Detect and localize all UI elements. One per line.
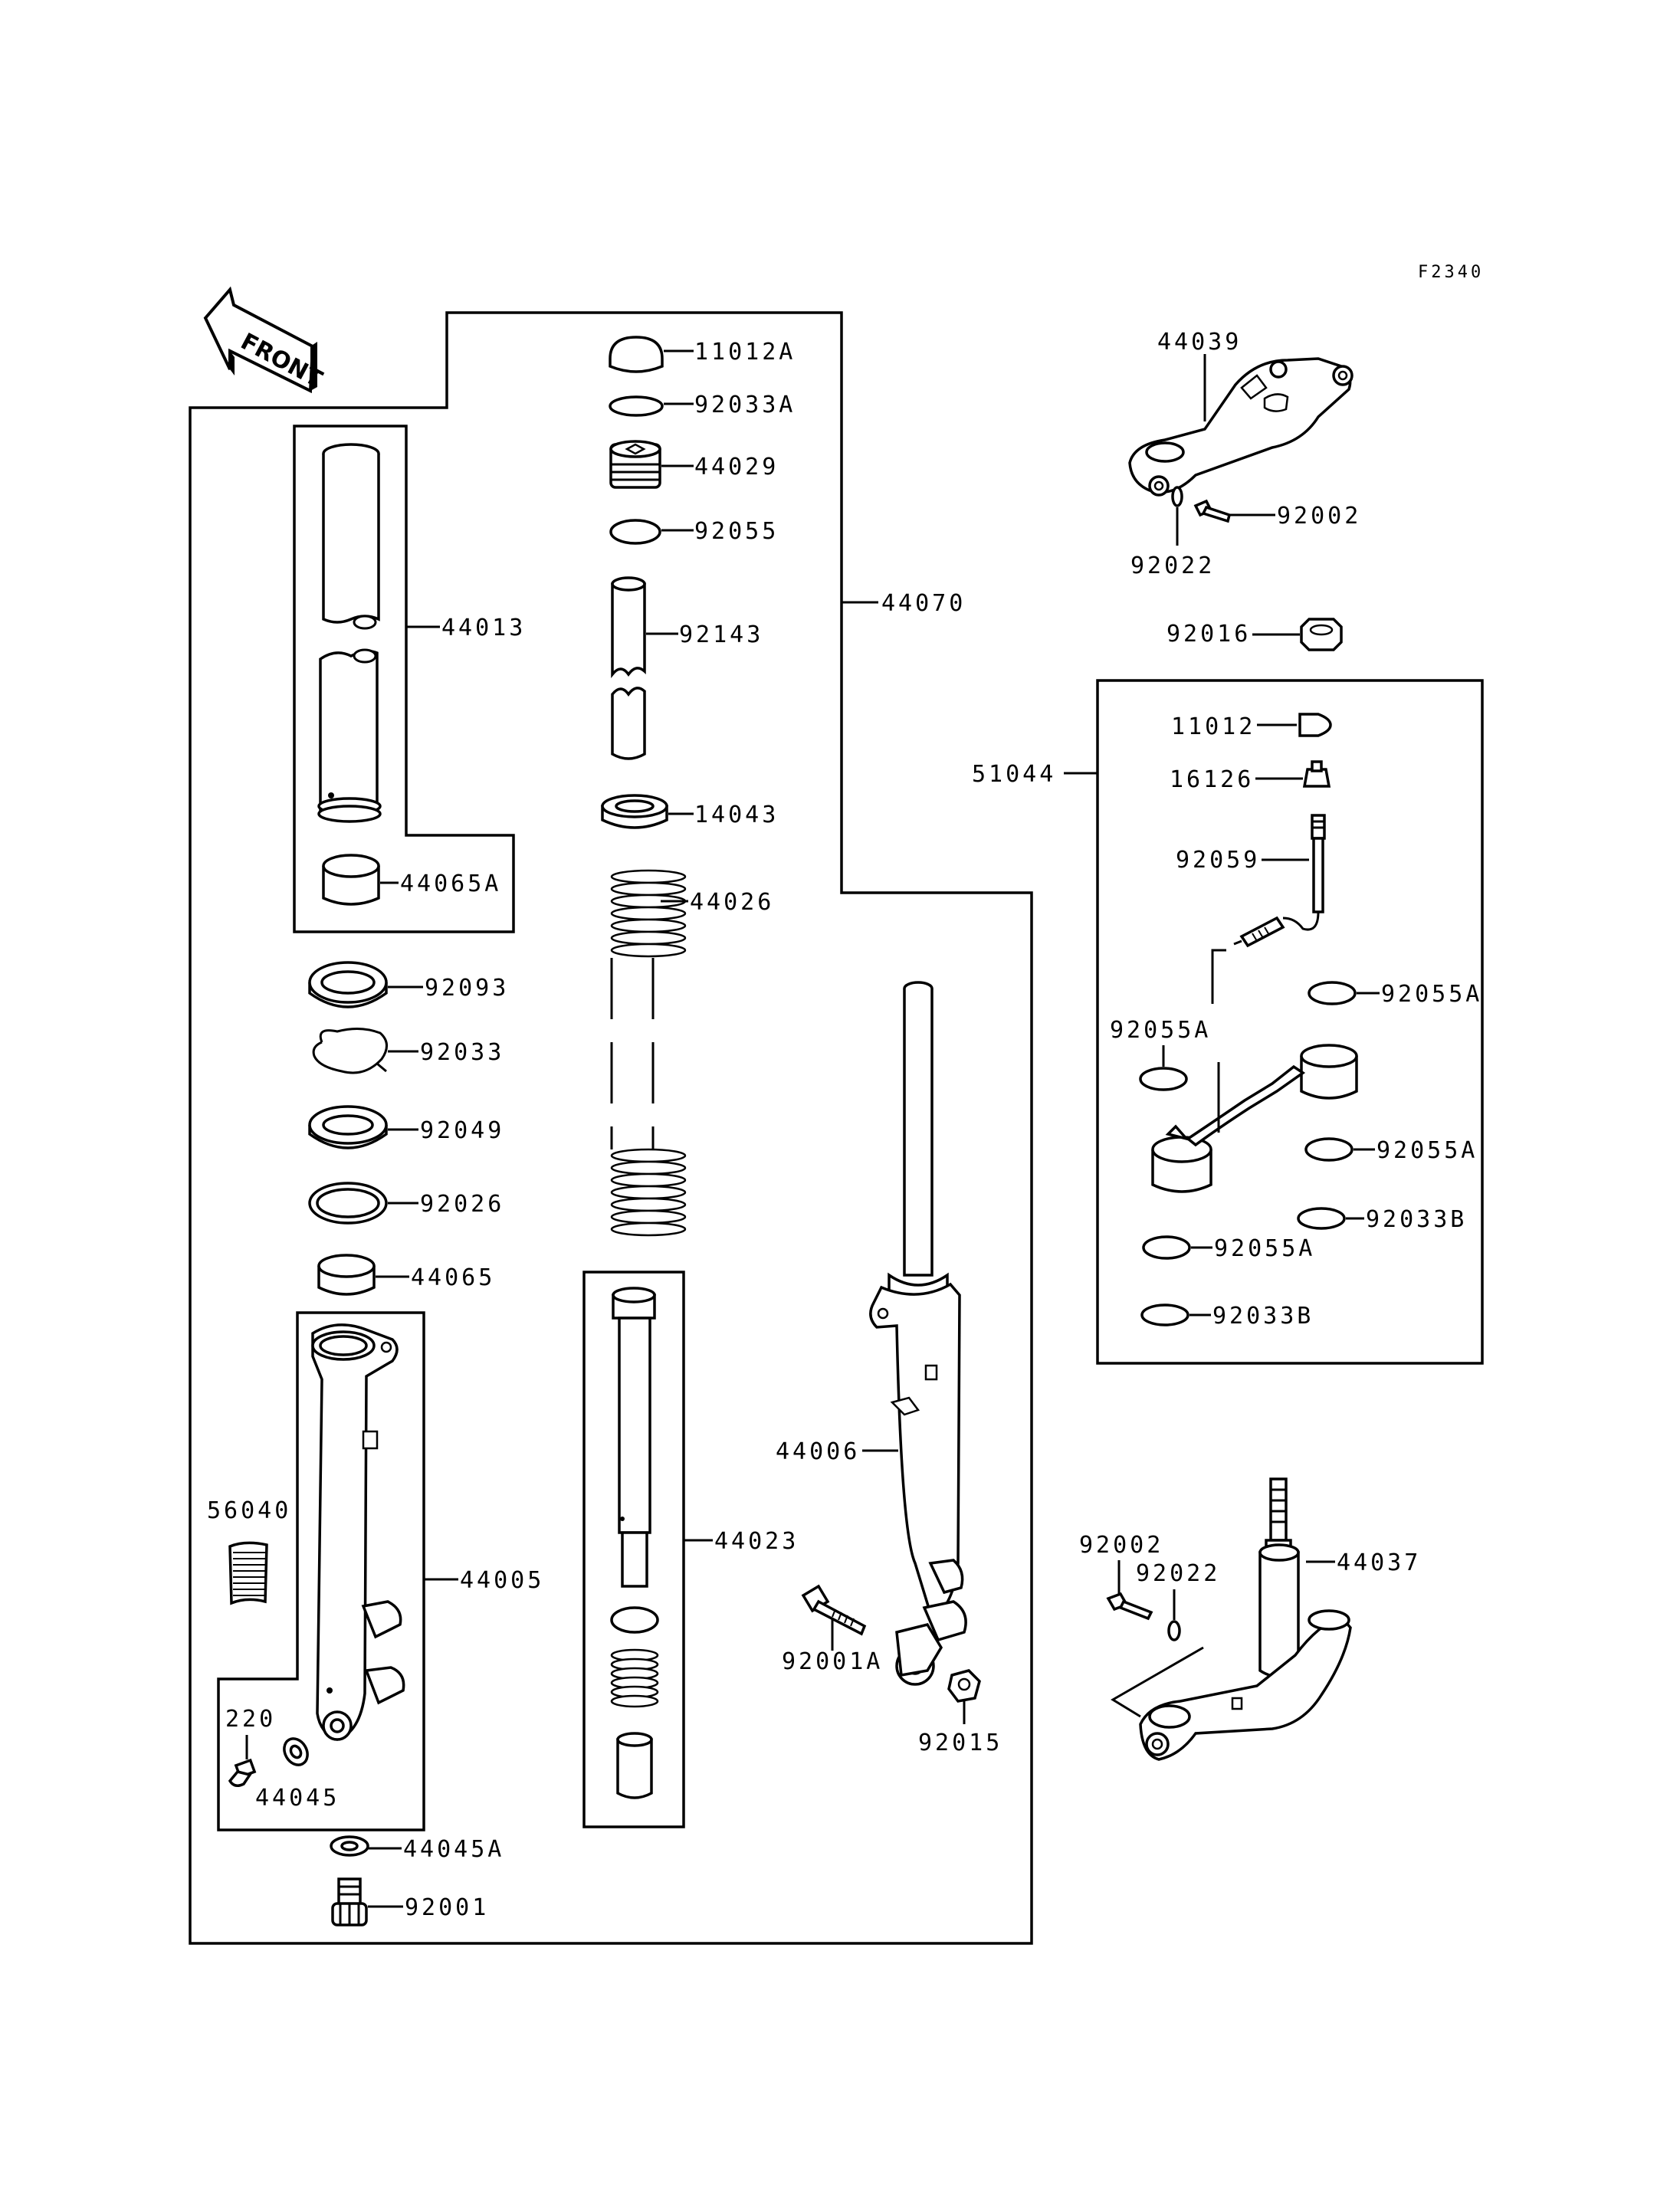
retaining-ring-icon: [312, 1028, 388, 1074]
fork-leg-assembly-icon: [869, 981, 967, 1686]
fork-assembly-outline: [189, 311, 1033, 1945]
part-label-92055A-2: 92055A: [1110, 1017, 1211, 1044]
part-label-44065A: 44065A: [400, 871, 501, 897]
cap-icon: [609, 336, 664, 373]
part-label-11012: 11012: [1171, 713, 1255, 740]
damper-cylinder-icon: [612, 1287, 656, 1588]
washer-icon: [610, 1606, 659, 1634]
part-label-92016: 92016: [1166, 621, 1251, 648]
part-label-92049: 92049: [420, 1117, 504, 1144]
bleed-screw-icon: [228, 1758, 257, 1787]
outer-tube-icon: [311, 1323, 405, 1741]
guide-bush-44065-icon: [317, 1254, 376, 1296]
part-label-44037: 44037: [1337, 1549, 1421, 1576]
part-label-44039: 44039: [1157, 329, 1242, 356]
part-label-92033B-2: 92033B: [1212, 1303, 1314, 1330]
adjuster-housing-icon: [1151, 1044, 1358, 1193]
dust-seal-icon: [308, 961, 388, 1008]
air-hose-icon: [1233, 814, 1326, 948]
part-label-92059: 92059: [1176, 847, 1260, 874]
small-spring-icon: [610, 1648, 659, 1708]
nut-icon: [947, 1669, 981, 1703]
circlip-92033B-2-icon: [1140, 1303, 1189, 1326]
part-label-92055A-1: 92055A: [1381, 981, 1482, 1008]
inner-tube-group-outline: [293, 425, 515, 933]
stem-nut-icon: [1300, 618, 1343, 651]
part-label-44029: 44029: [694, 454, 779, 480]
o-ring-icon: [609, 519, 661, 545]
adjuster-bolt-icon: [609, 440, 661, 489]
bolt-top-icon: [1193, 499, 1232, 523]
part-label-56040: 56040: [207, 1497, 291, 1524]
part-label-92001A: 92001A: [782, 1648, 883, 1675]
part-label-92026: 92026: [420, 1191, 504, 1218]
o-ring-92055A-3-icon: [1304, 1137, 1354, 1162]
cylinder-group-outline: [582, 1271, 685, 1828]
axle-clamp-bolt-icon: [801, 1584, 867, 1636]
part-label-44045A: 44045A: [403, 1836, 504, 1863]
circlip-92033B-1-icon: [1297, 1207, 1346, 1230]
part-label-16126: 16126: [1170, 766, 1254, 793]
outer-tube-group-outline: [217, 1311, 425, 1831]
inner-tube-icon: [317, 443, 382, 823]
o-ring-92055A-2-icon: [1139, 1067, 1188, 1091]
part-label-44070: 44070: [881, 590, 966, 617]
part-label-11012A: 11012A: [694, 339, 796, 366]
part-label-92015: 92015: [918, 1730, 1002, 1756]
leader-line: [1211, 949, 1226, 1004]
part-label-44065: 44065: [411, 1264, 495, 1291]
part-label-14043: 14043: [694, 802, 779, 828]
damper-group-outline: [1096, 679, 1484, 1365]
part-label-92001: 92001: [405, 1894, 489, 1921]
oil-seal-icon: [308, 1105, 388, 1149]
lock-washer-bottom-icon: [1167, 1620, 1181, 1641]
part-label-92055: 92055: [694, 518, 779, 545]
part-label-92055A-4: 92055A: [1214, 1235, 1315, 1262]
oil-lock-piece-icon: [616, 1732, 653, 1799]
part-label-51044: 51044: [972, 761, 1056, 788]
part-label-44013: 44013: [441, 615, 526, 641]
o-ring-92055A-4-icon: [1142, 1235, 1191, 1260]
part-label-92002-top: 92002: [1277, 503, 1361, 530]
spring-seat-icon: [601, 794, 668, 829]
part-label-44026: 44026: [690, 889, 774, 916]
socket-bolt-icon: [331, 1877, 368, 1926]
part-label-44045: 44045: [255, 1785, 340, 1812]
part-label-92033B-1: 92033B: [1366, 1206, 1467, 1233]
part-label-92093: 92093: [425, 975, 509, 1002]
part-label-92033: 92033: [420, 1039, 504, 1066]
collar-icon: [611, 576, 646, 760]
circlip-icon: [609, 395, 664, 417]
part-label-44023: 44023: [714, 1528, 799, 1555]
bolt-bottom-icon: [1106, 1592, 1153, 1621]
lock-washer-top-icon: [1171, 486, 1183, 507]
air-valve-icon: [1302, 760, 1331, 788]
part-label-44005: 44005: [460, 1567, 544, 1594]
adjuster-cap-icon: [1298, 713, 1332, 737]
part-label-92143: 92143: [679, 621, 763, 648]
upper-bracket-icon: [1128, 357, 1354, 497]
front-arrow-icon: FRONT: [203, 286, 326, 393]
part-label-44006: 44006: [776, 1438, 860, 1465]
part-label-92055A-3: 92055A: [1376, 1137, 1478, 1164]
part-label-92033A: 92033A: [694, 392, 796, 418]
fork-spring-icon: [610, 869, 687, 1237]
steering-stem-icon: [1139, 1477, 1352, 1761]
part-label-92002-bot: 92002: [1079, 1532, 1163, 1559]
leader-line-bottom: [1111, 1646, 1204, 1718]
part-label-220: 220: [225, 1706, 276, 1733]
o-ring-92055A-1-icon: [1308, 981, 1357, 1005]
figure-code: F2340: [1418, 263, 1484, 282]
part-label-92022-bot: 92022: [1136, 1560, 1220, 1587]
guide-bush-icon: [322, 854, 380, 906]
label-sticker-icon: [228, 1541, 268, 1605]
part-label-92022-top: 92022: [1130, 553, 1215, 579]
